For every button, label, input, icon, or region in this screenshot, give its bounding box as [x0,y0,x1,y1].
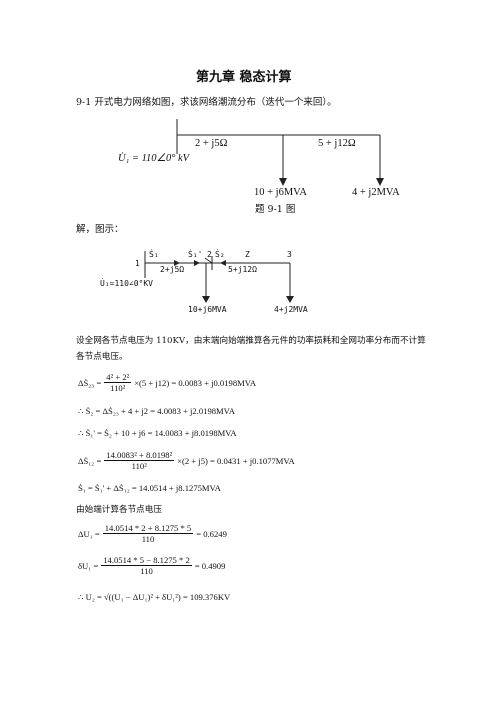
voltage-paragraph: 由始端计算各节点电压 [76,505,162,515]
fig2-z12-label: 2+j5Ω [160,265,185,274]
fig2-s1p-arrow [194,260,200,266]
load2-arrowhead [376,178,384,186]
assumption-paragraph: 设全网各节点电压为 110KV，由末端向始端推算各元件的功率损耗和全网功率分布而… [76,336,426,346]
equation-s1-prime: ∴ Ṡ₁' = Ṡ₂ + 10 + j6 = 14.0083 + j8.0198… [78,428,237,438]
fig2-node1-label: 1 [135,259,140,268]
fig2-z-label: Z [245,250,250,259]
equation-s1: Ṡ₁ = Ṡ₁' + ΔṠ₁₂ = 14.0514 + j8.1275MVA [78,483,221,493]
fig2-s1p-label: Ṡ₁' [188,250,203,259]
line1-impedance-label: 2 + j5Ω [195,138,228,149]
fig2-s2-label: Ṡ₂ [215,250,225,259]
load1-arrowhead [279,178,287,186]
fig2-node2-label: 2 [207,250,212,259]
fig2-node3-label: 3 [287,250,292,259]
equation-s2: ∴ Ṡ₂ = ΔṠ₂₃ + 4 + j2 = 4.0083 + j2.0198M… [78,406,235,416]
fig2-load2-label: 4+j2MVA [274,305,308,314]
solution-label: 解，图示： [76,224,124,235]
assumption-paragraph-cont: 各节点电压。 [76,352,128,362]
fig2-source-label: U̇₁=110∠0°KV [100,279,153,288]
source-voltage-label: U̇₁ = 110∠0° kV [118,153,190,164]
line2-impedance-label: 5 + j12Ω [318,138,356,149]
fig2-load2-arrowhead [286,296,294,303]
fig2-load1-arrowhead [202,296,210,303]
load2-label: 4 + j2MVA [352,187,400,198]
equation-u2: ∴ U₂ = √((U₁ − ΔU₁)² + δU₁²) = 109.376KV [78,592,231,602]
fig2-s2-arrow [220,260,226,266]
figure-caption: 题 9-1 图 [255,204,296,215]
fig2-s1-label: Ṡ₁ [149,250,159,259]
load1-label: 10 + j6MVA [254,187,307,198]
problem-statement: 9-1 开式电力网络如图，求该网络潮流分布（迭代一个来回）。 [76,97,337,108]
page-title: 第九章 稳态计算 [196,70,292,85]
fig2-s1-arrow [174,260,180,266]
fig2-z23-label: 5+j12Ω [228,265,257,274]
fig2-load1-label: 10+j6MVA [188,305,227,314]
